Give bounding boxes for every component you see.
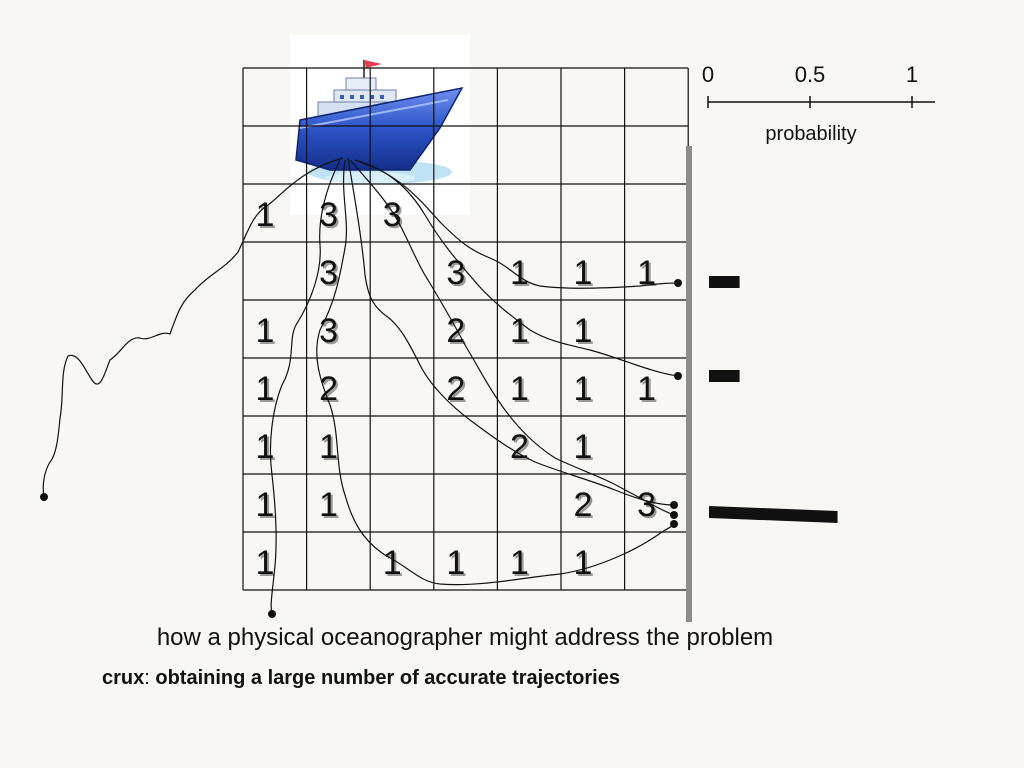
grid-cell-count: 1	[510, 312, 529, 350]
grid-cell-count-shadow: 1	[576, 372, 595, 410]
grid-cell-count: 1	[574, 428, 593, 466]
grid-cell-count: 3	[446, 254, 465, 292]
grid-cell-count: 1	[256, 544, 275, 582]
trajectory-end-points	[40, 279, 682, 618]
grid-cell-count: 3	[319, 254, 338, 292]
grid-cell-count: 1	[510, 544, 529, 582]
coast-probability-bars	[709, 276, 838, 523]
coast-probability-bar	[709, 506, 838, 523]
grid-cell-count-shadow: 3	[321, 198, 340, 236]
grid-cell-count-shadow: 1	[639, 372, 658, 410]
grid-cell-count: 3	[637, 486, 656, 524]
scale-tick-label: 1	[906, 62, 918, 87]
grid-cell-count-shadow: 1	[576, 314, 595, 352]
grid-cell-count: 2	[446, 370, 465, 408]
grid-cell-count: 1	[510, 254, 529, 292]
grid-cell-count-shadow: 3	[321, 256, 340, 294]
grid-cell-count: 1	[383, 544, 402, 582]
grid-cell-count: 1	[637, 370, 656, 408]
grid-cell-count: 1	[574, 312, 593, 350]
scale-tick-label: 0	[702, 62, 714, 87]
grid-cell-count: 1	[510, 370, 529, 408]
grid-cell-count: 1	[256, 486, 275, 524]
grid-cell-count: 1	[319, 486, 338, 524]
grid-cell-count-shadow: 1	[258, 314, 277, 352]
grid-cell-count-shadow: 1	[258, 430, 277, 468]
grid-cell-count: 1	[256, 428, 275, 466]
grid-cell-count-shadow: 1	[258, 546, 277, 584]
grid-cell-count-shadow: 1	[576, 546, 595, 584]
grid-cell-count-shadow: 1	[321, 488, 340, 526]
grid-cell-count: 1	[256, 370, 275, 408]
grid-cell-count-shadow: 1	[512, 546, 531, 584]
ship-icon	[290, 35, 470, 215]
grid-cell-count: 2	[574, 486, 593, 524]
scale-label: probability	[765, 123, 856, 145]
crux-statement: crux: obtaining a large number of accura…	[102, 667, 620, 690]
grid-cell-count: 1	[637, 254, 656, 292]
grid-cell-count-shadow: 1	[512, 372, 531, 410]
grid-cell-count: 1	[574, 544, 593, 582]
grid-cell-count: 2	[319, 370, 338, 408]
grid-cell-count-shadow: 1	[258, 488, 277, 526]
crux-term: crux	[102, 667, 145, 689]
crux-separator: :	[144, 667, 150, 689]
grid-cell-count: 1	[574, 254, 593, 292]
crux-text: obtaining a large number of accurate tra…	[155, 667, 620, 689]
grid-cell-count: 3	[319, 312, 338, 350]
grid-cell-count: 3	[319, 196, 338, 234]
grid-cell-count-shadow: 3	[448, 256, 467, 294]
grid-cell-count-shadow: 1	[576, 256, 595, 294]
figure-caption: how a physical oceanographer might addre…	[156, 624, 774, 651]
scale-tick-label: 0.5	[795, 62, 826, 87]
grid-cell-count-shadow: 3	[321, 314, 340, 352]
grid-cell-count-shadow: 1	[512, 256, 531, 294]
grid-cell-count: 1	[319, 428, 338, 466]
grid-cell-count-shadow: 3	[639, 488, 658, 526]
grid-cell-count-shadow: 1	[321, 430, 340, 468]
grid-cell-count-shadow: 1	[258, 198, 277, 236]
grid-cell-count-shadow: 1	[512, 314, 531, 352]
grid-cell-count-shadow: 1	[576, 430, 595, 468]
coast-probability-bar	[709, 370, 740, 382]
grid-cell-count-shadow: 1	[385, 546, 404, 584]
coast-probability-bar	[709, 276, 740, 288]
grid-cell-count-shadow: 1	[448, 546, 467, 584]
grid-cell-count-shadow: 1	[258, 372, 277, 410]
grid-cell-count: 2	[446, 312, 465, 350]
grid-cell-count-shadow: 2	[512, 430, 531, 468]
grid-cell-count: 1	[256, 196, 275, 234]
grid-cell-count-shadow: 2	[448, 372, 467, 410]
grid-cell-count-shadow: 2	[576, 488, 595, 526]
grid-cell-count: 1	[574, 370, 593, 408]
grid-cell-count: 1	[256, 312, 275, 350]
drift-trajectories	[42, 157, 679, 615]
grid-cell-count-shadow: 2	[321, 372, 340, 410]
probability-scale: 0 0.5 1 probability	[702, 62, 935, 145]
grid-cell-count: 1	[446, 544, 465, 582]
